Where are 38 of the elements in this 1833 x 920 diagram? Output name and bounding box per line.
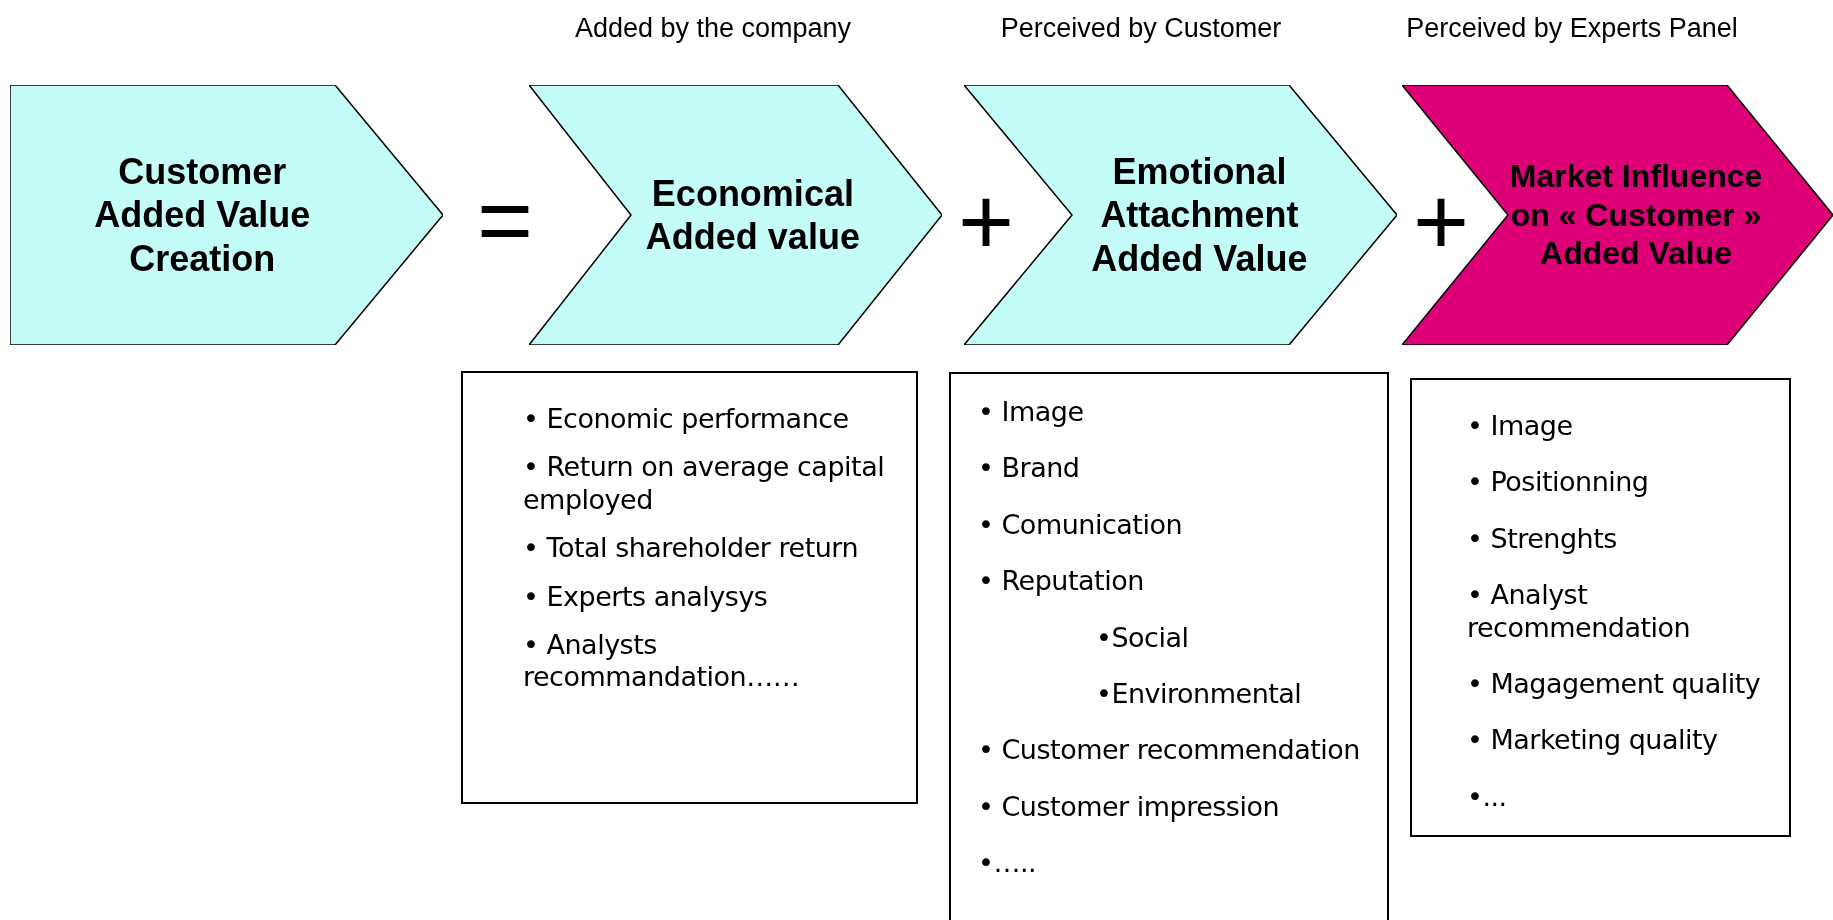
list-item: • Image (1467, 410, 1574, 443)
chevron-shape (1402, 85, 1833, 345)
list-item: • Brand (978, 452, 1081, 485)
list-item: • Magagement quality (1467, 667, 1762, 701)
chevron-shape (529, 85, 942, 345)
list-item: •... (1467, 780, 1508, 814)
list-item: •….. (978, 847, 1038, 880)
chevron-shape (964, 85, 1397, 345)
bullet-list-box (1410, 378, 1791, 837)
list-item: • Positionning (1467, 466, 1650, 499)
step-title: Economical Added value (644, 171, 861, 259)
list-item: • Reputation (978, 565, 1145, 598)
list-item: • Experts analysys (523, 580, 769, 613)
list-item: • Comunication (978, 508, 1184, 542)
column-caption: Perceived by Experts Panel (1406, 12, 1738, 45)
column-caption: Added by the company (574, 12, 852, 45)
step-title: Market Influence on « Customer » Added Value (1508, 157, 1764, 273)
list-item: • Image (978, 396, 1085, 429)
list-item: •Environmental (1095, 677, 1303, 711)
list-item: • Analyst recommendation (1467, 579, 1692, 644)
list-item: • Customer impression (978, 790, 1281, 824)
step-title: Emotional Attachment Added Value (1090, 150, 1309, 280)
list-item: • Return on average capital employed (523, 451, 886, 517)
bullet-list-box (949, 372, 1389, 920)
column-caption: Perceived by Customer (1000, 12, 1282, 45)
operator-symbol: = (476, 172, 534, 268)
operator-symbol: + (957, 174, 1015, 270)
list-item: • Total shareholder return (523, 532, 860, 565)
operator-symbol: + (1412, 174, 1470, 270)
list-item: • Economic performance (523, 403, 850, 436)
bullet-list-box (461, 371, 918, 804)
list-item: • Strenghts (1467, 522, 1618, 556)
list-item: •Social (1095, 621, 1190, 654)
list-item: • Customer recommendation (978, 734, 1361, 767)
chevron-shape (10, 85, 443, 345)
list-item: • Analysts recommandation…… (523, 628, 801, 694)
step-title: Customer Added Value Creation (93, 150, 312, 280)
list-item: • Marketing quality (1467, 724, 1719, 757)
